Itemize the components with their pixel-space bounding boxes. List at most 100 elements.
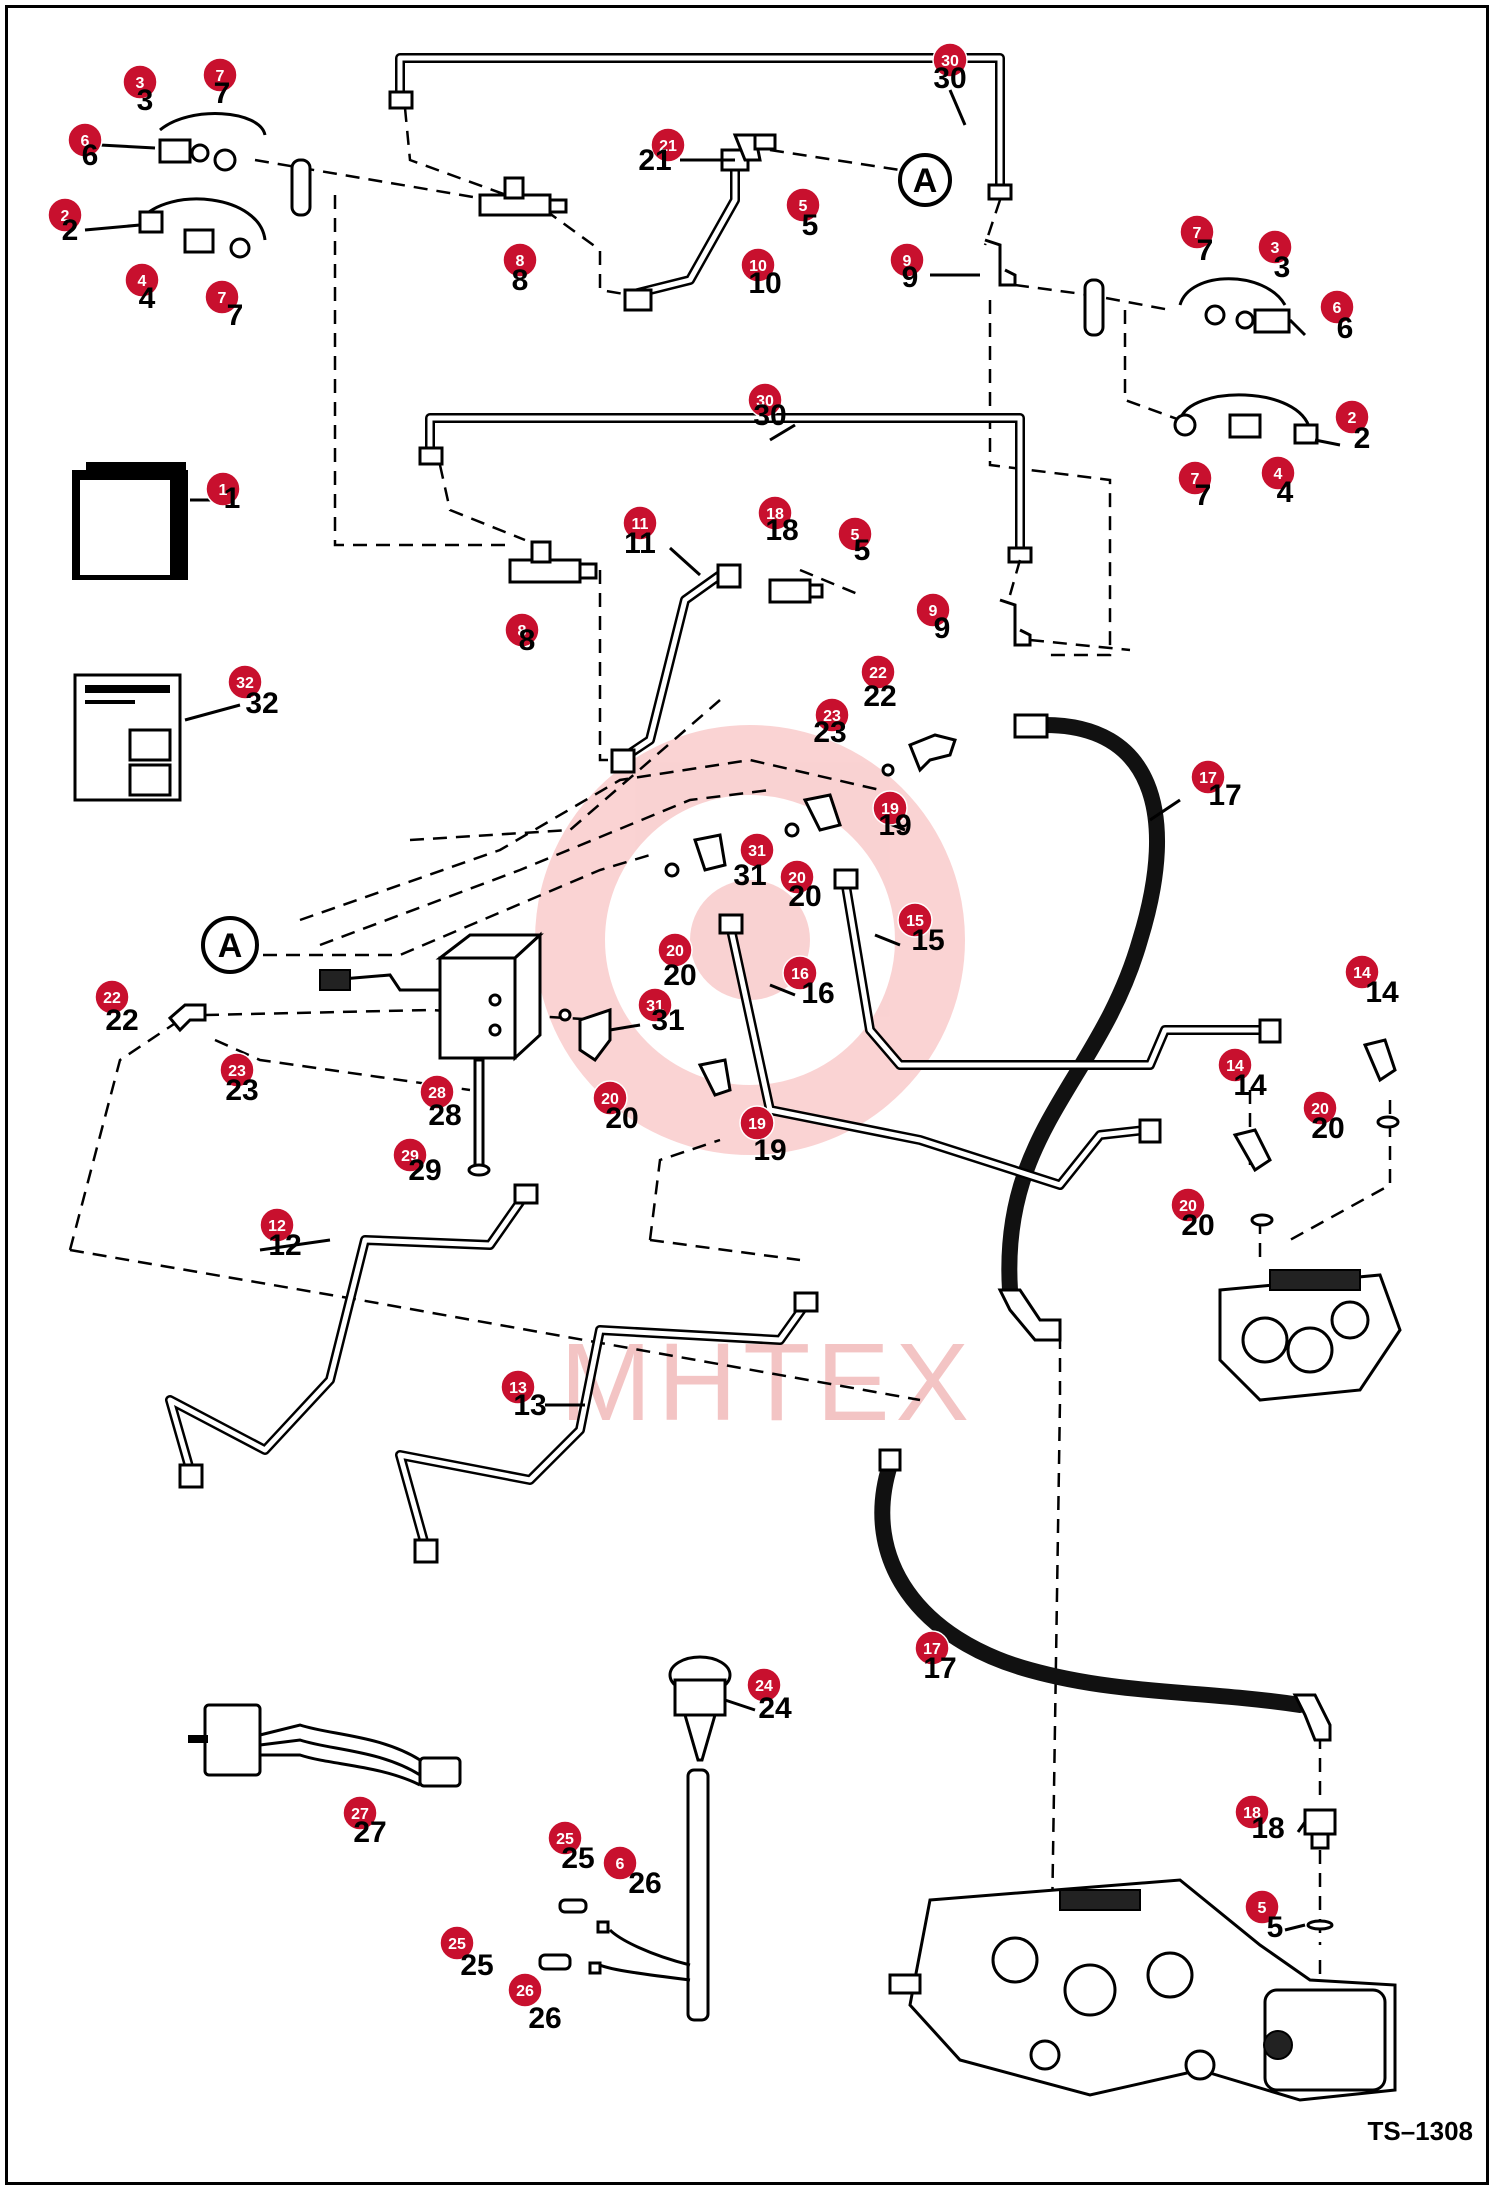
svg-text:16: 16 <box>791 966 809 983</box>
svg-text:14: 14 <box>1226 1058 1244 1075</box>
callout-badge-1: 1 <box>205 471 241 507</box>
callout-badge-2: 2 <box>47 197 83 233</box>
svg-text:8: 8 <box>516 253 525 270</box>
part-label-18: 18 <box>765 514 798 547</box>
part-label-4: 4 <box>1277 476 1294 509</box>
svg-text:5: 5 <box>851 527 860 544</box>
part-label-2: 2 <box>1354 422 1371 455</box>
part-label-31: 31 <box>733 859 766 892</box>
elbow-22-upper <box>908 733 957 773</box>
callout-badge-7: 7 <box>1179 214 1215 250</box>
bolt-29 <box>467 1058 491 1177</box>
svg-text:25: 25 <box>556 1831 574 1848</box>
svg-text:20: 20 <box>666 943 684 960</box>
svg-text:20: 20 <box>601 1091 619 1108</box>
dashed-leaders-middle <box>438 464 1131 762</box>
part-label-25: 25 <box>460 1949 493 1982</box>
svg-text:25: 25 <box>448 1936 466 1953</box>
part-label-12: 12 <box>268 1229 301 1262</box>
callout-badge-6: 6 <box>602 1845 638 1881</box>
elbow-22-left <box>167 1003 207 1033</box>
callout-badge-20: 20 <box>657 932 693 968</box>
svg-text:21: 21 <box>659 138 677 155</box>
callout-badge-26: 26 <box>507 1972 543 2008</box>
manual-part-32 <box>73 673 182 802</box>
callout-badge-7: 7 <box>1177 460 1213 496</box>
svg-text:24: 24 <box>755 1678 773 1695</box>
svg-text:5: 5 <box>1258 1900 1267 1917</box>
callout-badge-5: 5 <box>785 187 821 223</box>
part-label-2: 2 <box>62 214 79 247</box>
callout-badge-3: 3 <box>1257 229 1293 265</box>
oring-5-lower <box>1306 1919 1334 1931</box>
elbow-9-upper <box>984 238 1017 287</box>
callout-A-block: A <box>201 916 259 974</box>
part-label-22: 22 <box>105 1004 138 1037</box>
tube-2-left <box>138 197 267 259</box>
svg-text:18: 18 <box>1243 1805 1261 1822</box>
middle-tube-30 <box>418 413 1033 564</box>
fitting-19-lower <box>697 1058 732 1097</box>
hose-17-upper <box>997 713 1165 1342</box>
svg-text:A: A <box>913 162 938 200</box>
svg-text:12: 12 <box>268 1218 286 1235</box>
tube-15 <box>833 868 1282 1070</box>
part-label-18: 18 <box>1251 1812 1284 1845</box>
tube-3-right <box>1178 277 1291 334</box>
part-label-3: 3 <box>1274 251 1291 284</box>
svg-text:18: 18 <box>766 506 784 523</box>
callout-badge-7: 7 <box>204 279 240 315</box>
callout-badge-13: 13 <box>500 1369 536 1405</box>
callout-badge-18: 18 <box>1234 1794 1270 1830</box>
sensor-24 <box>599 1655 732 2022</box>
svg-text:17: 17 <box>923 1641 941 1658</box>
svg-text:2: 2 <box>1348 410 1357 427</box>
part-label-13: 13 <box>513 1389 546 1422</box>
part-label-9: 9 <box>902 261 919 294</box>
callout-badge-5: 5 <box>1244 1889 1280 1925</box>
svg-text:4: 4 <box>1274 466 1283 483</box>
svg-text:20: 20 <box>1179 1198 1197 1215</box>
callout-badge-20: 20 <box>1302 1090 1338 1126</box>
bracket-right <box>1083 278 1105 337</box>
callout-badge-9: 9 <box>889 242 925 278</box>
part-label-19: 19 <box>878 809 911 842</box>
part-label-21: 21 <box>638 144 671 177</box>
callout-badge-30: 30 <box>932 42 968 78</box>
orings-20-right <box>1250 1115 1400 1227</box>
control-valve <box>1218 1269 1402 1402</box>
svg-text:2: 2 <box>61 208 70 225</box>
fitting-18-upper <box>768 578 824 604</box>
callout-badge-3: 3 <box>122 64 158 100</box>
label-leaders <box>84 89 1341 1932</box>
part-label-7: 7 <box>1195 479 1212 512</box>
tube-2-right <box>1173 393 1319 445</box>
callout-badge-4: 4 <box>1260 455 1296 491</box>
svg-text:3: 3 <box>1271 240 1280 257</box>
part-label-20: 20 <box>605 1102 638 1135</box>
callout-badge-30: 30 <box>747 382 783 418</box>
svg-text:26: 26 <box>516 1983 534 2000</box>
tee-fitting-8-upper <box>478 176 568 217</box>
callout-badge-23: 23 <box>814 697 850 733</box>
callout-badge-14: 14 <box>1217 1047 1253 1083</box>
part-label-20: 20 <box>1311 1112 1344 1145</box>
part-label-28: 28 <box>428 1099 461 1132</box>
svg-text:19: 19 <box>881 801 899 818</box>
svg-text:9: 9 <box>903 253 912 270</box>
callout-badge-20: 20 <box>1170 1187 1206 1223</box>
callout-badge-18: 18 <box>757 495 793 531</box>
svg-text:14: 14 <box>1353 965 1371 982</box>
hydraulic-pump <box>888 1878 1397 2102</box>
callout-badge-31: 31 <box>637 987 673 1023</box>
part-label-31: 31 <box>651 1004 684 1037</box>
part-label-7: 7 <box>214 77 231 110</box>
svg-text:23: 23 <box>823 708 841 725</box>
bracket-left <box>290 158 312 217</box>
fitting-18-lower <box>1303 1808 1337 1850</box>
part-label-3: 3 <box>137 84 154 117</box>
part-label-20: 20 <box>788 880 821 913</box>
part-label-14: 14 <box>1365 976 1399 1009</box>
